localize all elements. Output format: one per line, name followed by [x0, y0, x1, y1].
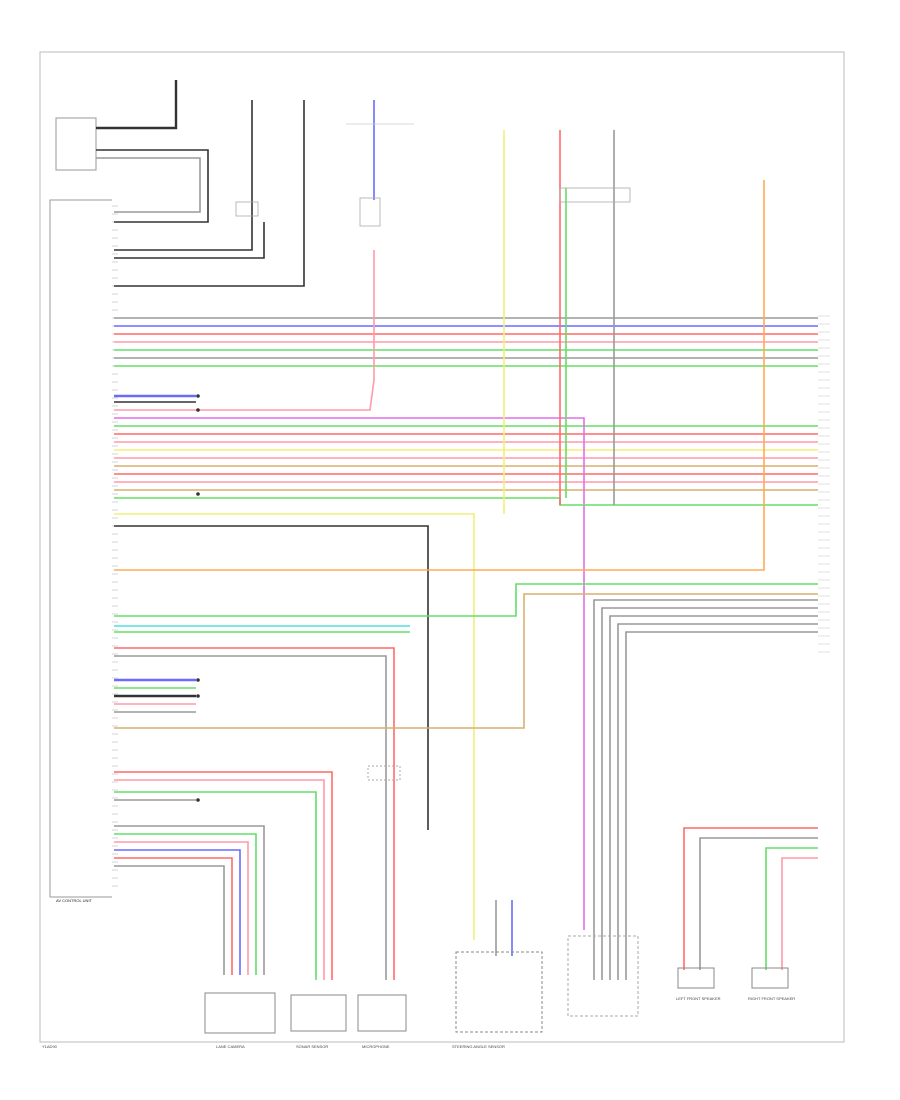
wire	[114, 865, 225, 975]
right-speaker-label: RIGHT FRONT SPEAKER	[748, 996, 795, 1001]
wire	[114, 825, 265, 975]
wire	[781, 857, 818, 970]
wire	[114, 791, 317, 980]
wire	[96, 80, 178, 130]
wire	[114, 655, 387, 980]
footer-code: Y1AD90	[42, 1044, 58, 1049]
wire	[114, 497, 818, 506]
reference-arrows	[196, 394, 200, 802]
top-components	[235, 123, 631, 227]
wire	[114, 525, 429, 830]
wire	[114, 857, 233, 975]
sonar-label: SONAR SENSOR	[296, 1044, 328, 1049]
wire	[96, 149, 209, 223]
wire	[683, 827, 818, 970]
lane-camera-box	[204, 992, 276, 1034]
av-control-unit-box	[49, 199, 112, 898]
wire	[114, 417, 585, 930]
wire	[114, 849, 241, 975]
wire	[625, 631, 818, 980]
wire	[114, 583, 818, 617]
module-label: AV CONTROL UNIT	[56, 898, 93, 903]
dashed-mic-box	[367, 765, 401, 781]
wire	[114, 513, 475, 940]
wire	[765, 847, 818, 970]
wire	[114, 593, 818, 729]
top-left-unit-box	[55, 117, 97, 171]
connector-pins	[112, 205, 830, 887]
wires	[96, 80, 818, 980]
wire	[699, 837, 818, 970]
reference-arrow	[196, 798, 200, 802]
wire	[96, 157, 201, 213]
wire	[114, 100, 305, 287]
bottom-components	[204, 765, 789, 1034]
wire	[601, 607, 818, 980]
sonar-sensor-box	[290, 994, 347, 1032]
steering-label: STEERING ANGLE SENSOR	[452, 1044, 505, 1049]
wire	[114, 647, 395, 980]
reference-arrow	[196, 492, 200, 496]
reference-arrow	[196, 678, 200, 682]
wire	[609, 615, 818, 980]
wire	[114, 771, 333, 980]
wire	[114, 833, 257, 975]
dashed-connector-box	[567, 935, 639, 1017]
wire	[114, 222, 265, 259]
reference-arrow	[196, 408, 200, 412]
wire	[593, 599, 818, 980]
wire	[114, 180, 765, 571]
wire	[114, 841, 249, 975]
wire	[114, 779, 325, 980]
steering-sensor-box	[455, 951, 543, 1033]
wire	[114, 100, 253, 251]
right-speaker-box	[751, 967, 789, 989]
wire	[114, 250, 375, 411]
microphone-box	[357, 994, 407, 1032]
diagram-border	[39, 51, 845, 1043]
wire	[617, 623, 818, 980]
reference-arrow	[196, 394, 200, 398]
microphone-label: MICROPHONE	[362, 1044, 390, 1049]
left-speaker-label: LEFT FRONT SPEAKER	[676, 996, 721, 1001]
left-speaker-box	[677, 967, 715, 989]
reference-arrow	[196, 694, 200, 698]
lane-camera-label: LANE CAMERA	[216, 1044, 245, 1049]
